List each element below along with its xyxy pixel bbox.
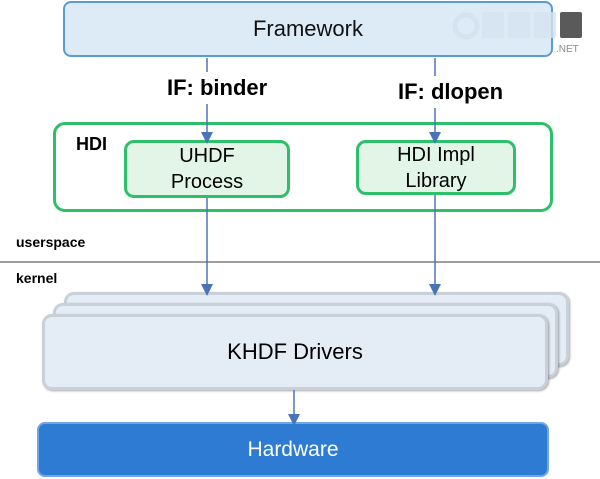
watermark-ring-icon xyxy=(452,12,480,40)
watermark-glyph-3 xyxy=(534,12,556,38)
hardware-box: Hardware xyxy=(37,422,549,477)
watermark-glyph-4 xyxy=(560,12,582,38)
hardware-label: Hardware xyxy=(247,437,339,461)
if-dlopen-label: IF: dlopen xyxy=(388,76,580,108)
hdi-impl-library-box: HDI Impl Library xyxy=(356,140,516,195)
watermark-glyph-2 xyxy=(508,12,530,38)
hdi-impl-line1: HDI Impl xyxy=(397,143,475,166)
khdf-label: KHDF Drivers xyxy=(227,339,363,364)
kernel-label: kernel xyxy=(16,270,58,286)
userspace-kernel-divider xyxy=(0,261,600,263)
watermark-suffix: .NET xyxy=(556,44,579,55)
uhdf-line2: Process xyxy=(170,171,244,193)
framework-box: Framework xyxy=(63,1,553,57)
uhdf-process-box: UHDF Process xyxy=(124,140,290,198)
userspace-label: userspace xyxy=(16,234,86,250)
khdf-drivers-box: KHDF Drivers xyxy=(42,314,548,390)
framework-label: Framework xyxy=(252,16,363,41)
uhdf-line1: UHDF xyxy=(179,145,235,167)
watermark-logo: .NET xyxy=(452,12,582,55)
hdi-label: HDI xyxy=(76,134,107,154)
watermark-glyph-1 xyxy=(482,12,504,38)
if-binder-label: IF: binder xyxy=(157,72,327,104)
hdi-impl-line2: Library xyxy=(405,169,467,192)
hdi-group-frame xyxy=(53,122,553,212)
